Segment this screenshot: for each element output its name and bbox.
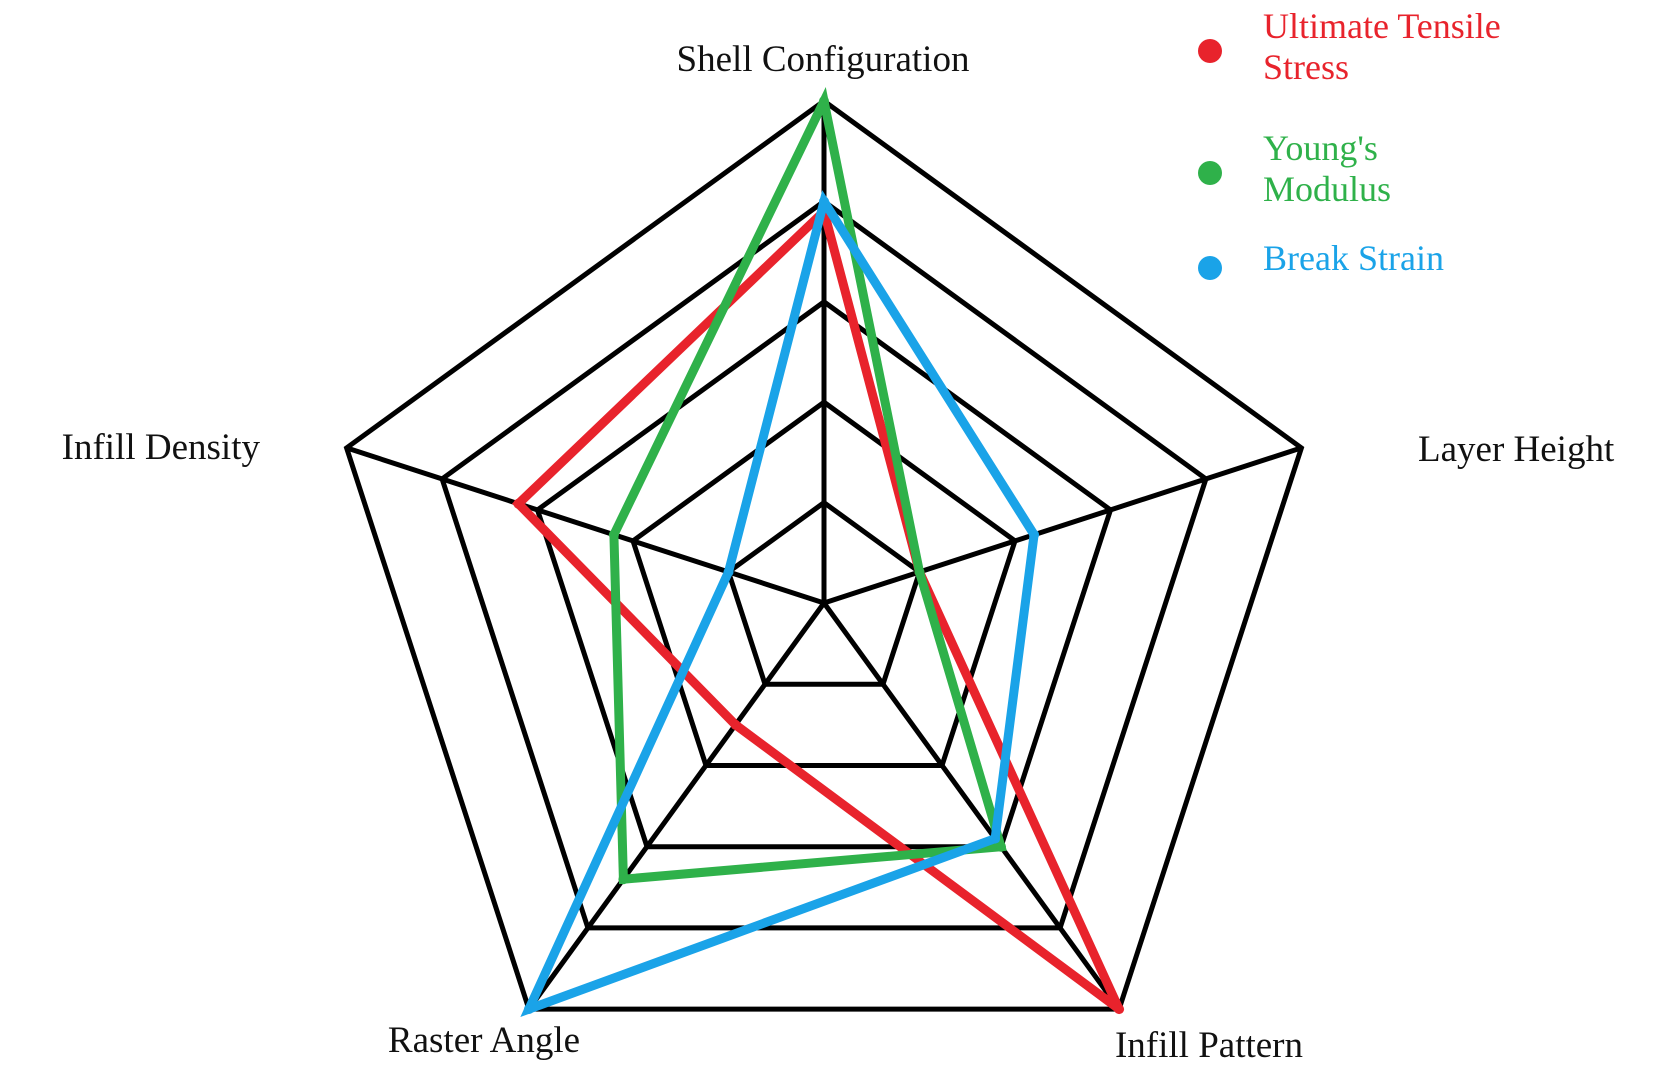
series-0-point-4 [513,498,524,509]
series-1-point-3 [618,874,629,885]
grid-ring-2 [630,399,1018,768]
series-1-point-2 [996,841,1006,852]
series-2-point-3 [523,1004,534,1015]
legend-marker-2 [1198,256,1222,280]
spoke-1 [823,445,1303,606]
axis-labels: Shell Configuration Layer Height Infill … [62,39,1615,1066]
series-2-point-2 [990,833,1001,844]
spoke-4 [345,445,825,606]
legend-label-0-line-0: Ultimate Tensile [1263,6,1501,46]
series-0-point-2 [1114,1004,1125,1015]
series-2-point-0 [819,196,829,207]
axis-label-raster-angle: Raster Angle [388,1020,580,1061]
axis-label-infill-density: Infill Density [62,427,261,468]
legend: Ultimate TensileStressYoung'sModulusBrea… [1198,6,1501,280]
series-2-point-1 [1029,529,1040,540]
legend-label-2-line-0: Break Strain [1263,238,1444,278]
radar-grid [343,97,1305,1012]
legend-label-1-line-0: Young's [1263,128,1378,168]
axis-label-layer-height: Layer Height [1418,429,1615,470]
series-line-1 [609,87,1007,885]
series-1-point-0 [819,96,829,106]
series-2-point-4 [723,567,734,577]
spoke-3 [526,601,827,1011]
spoke-2 [821,601,1122,1011]
legend-marker-1 [1198,161,1222,185]
series-1-point-1 [914,567,925,577]
grid-ring-5 [343,97,1305,1012]
grid-ring-4 [439,198,1209,931]
legend-marker-0 [1198,39,1222,63]
axis-label-shell-configuration: Shell Configuration [677,39,970,80]
grid-ring-1 [725,499,923,687]
legend-label-0-line-1: Stress [1263,47,1349,87]
series-1-point-4 [608,529,619,540]
series-0-point-3 [730,719,741,730]
legend-label-1-line-1: Modulus [1263,169,1391,209]
axis-label-infill-pattern: Infill Pattern [1115,1025,1303,1066]
grid-ring-3 [534,298,1114,850]
series-line-2 [520,190,1039,1018]
radar-series [511,87,1125,1018]
